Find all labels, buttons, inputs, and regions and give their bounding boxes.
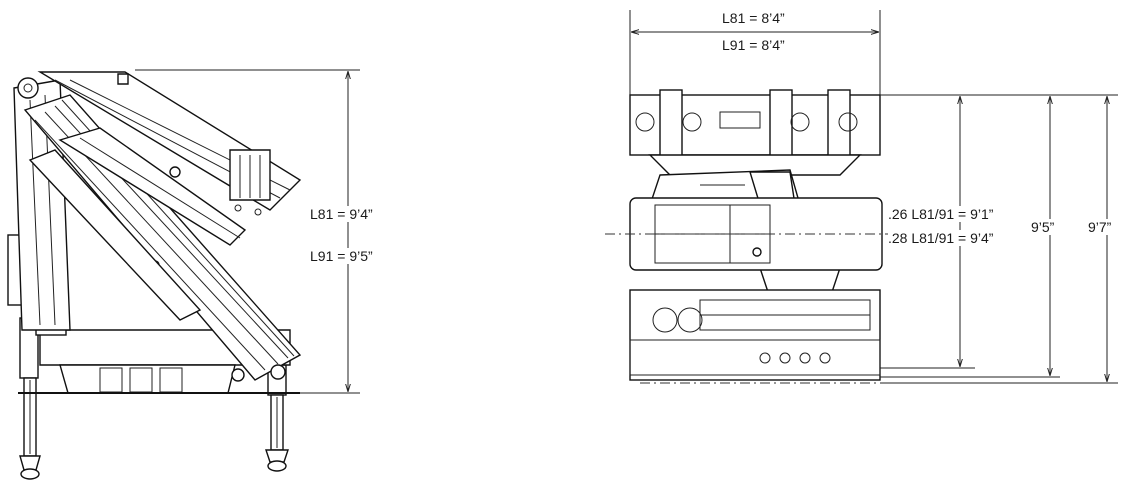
rear-width-l91-label: L91 = 8’4” [722,37,785,53]
rear-width-dimension [629,10,881,95]
side-height-dimension [135,69,360,394]
crane-side-view [7,69,360,480]
side-height-l81-label: L81 = 9’4” [310,206,373,222]
side-height-l91-label: L91 = 9’5” [310,248,373,264]
rear-height-26-label: .26 L81/91 = 9’1” [888,206,994,222]
crane-cylinders [28,127,271,321]
crane-rear-view [605,10,1118,384]
rear-top-boom-pack [629,89,881,176]
rear-height-28-label: .28 L81/91 = 9’4” [888,230,994,246]
rear-height-a-label: 9’5” [1031,219,1055,235]
left-stabilizer-leg [19,317,41,480]
rear-height-b-label: 9’7” [1088,219,1112,235]
right-stabilizer-leg [265,364,289,472]
rear-base-assembly [629,289,885,384]
rear-width-l81-label: L81 = 8’4” [722,10,785,26]
